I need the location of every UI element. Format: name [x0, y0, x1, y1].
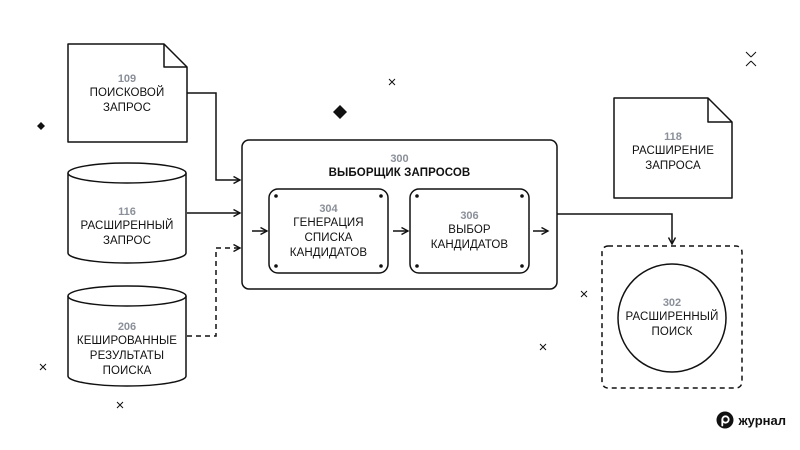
- sparkle-icon: [539, 343, 547, 351]
- node-number: 109: [117, 73, 137, 85]
- node-206: 206 КЕШИРОВАННЫЕ РЕЗУЛЬТАТЫ ПОИСКА: [68, 320, 186, 379]
- node-number: 206: [117, 321, 137, 333]
- node-116: 116 РАСШИРЕННЫЙ ЗАПРОС: [68, 205, 186, 249]
- node-label: ВЫБОР КАНДИДАТОВ: [430, 224, 509, 251]
- arrow-206-to-300: [187, 243, 242, 337]
- node-number: 116: [118, 206, 136, 218]
- sparkle-icon: [116, 401, 124, 409]
- doc-shape-118: [613, 97, 733, 199]
- node-number: 300: [390, 153, 409, 165]
- arrow-109-to-300: [187, 92, 242, 185]
- doc-shape-109: [67, 43, 188, 143]
- sparkle-icon: [580, 290, 588, 298]
- sparkle-icon: [388, 78, 396, 86]
- node-number: 118: [664, 131, 682, 143]
- brand-logo: журнал: [716, 411, 786, 429]
- diamond-icon: [333, 105, 347, 119]
- circle-shape-302: [617, 263, 727, 373]
- node-label: РАСШИРЕННЫЙ ЗАПРОС: [80, 220, 174, 247]
- node-304: 304 ГЕНЕРАЦИЯ СПИСКА КАНДИДАТОВ: [269, 202, 388, 261]
- screw-dots-306: [415, 194, 524, 268]
- node-label: ГЕНЕРАЦИЯ СПИСКА КАНДИДАТОВ: [289, 217, 368, 259]
- journal-logo-icon: [716, 411, 734, 429]
- diamond-icon: [37, 122, 45, 130]
- node-label: КЕШИРОВАННЫЕ РЕЗУЛЬТАТЫ ПОИСКА: [76, 335, 178, 377]
- node-118: 118 РАСШИРЕНИЕ ЗАПРОСА: [614, 130, 732, 174]
- doc-fold-109: [163, 44, 187, 68]
- node-label: РАСШИРЕННЫЙ ПОИСК: [625, 311, 719, 338]
- cylinder-shape-116: [67, 162, 187, 264]
- node-302: 302 РАСШИРЕННЫЙ ПОИСК: [618, 296, 726, 340]
- doc-fold-118: [707, 98, 732, 123]
- arrow-300-to-302: [557, 213, 677, 246]
- node-number: 302: [662, 297, 682, 309]
- screw-dots-304: [274, 194, 383, 268]
- sparkle-icon: [39, 363, 47, 371]
- box-shape-306: [409, 188, 530, 274]
- node-label: РАСШИРЕНИЕ ЗАПРОСА: [631, 145, 714, 172]
- node-label: ПОИСКОВОЙ ЗАПРОС: [89, 87, 165, 114]
- cylinder-shape-206: [67, 285, 187, 387]
- node-number: 306: [460, 210, 479, 222]
- node-number: 304: [319, 203, 338, 215]
- box-shape-304: [268, 188, 389, 274]
- node-109: 109 ПОИСКОВОЙ ЗАПРОС: [68, 72, 186, 116]
- node-label: ВЫБОРЩИК ЗАПРОСОВ: [328, 167, 471, 179]
- node-300: 300 ВЫБОРЩИК ЗАПРОСОВ: [242, 152, 557, 181]
- brand-name: журнал: [738, 412, 786, 428]
- node-306: 306 ВЫБОР КАНДИДАТОВ: [410, 209, 529, 253]
- sparkle-icon: [745, 51, 757, 67]
